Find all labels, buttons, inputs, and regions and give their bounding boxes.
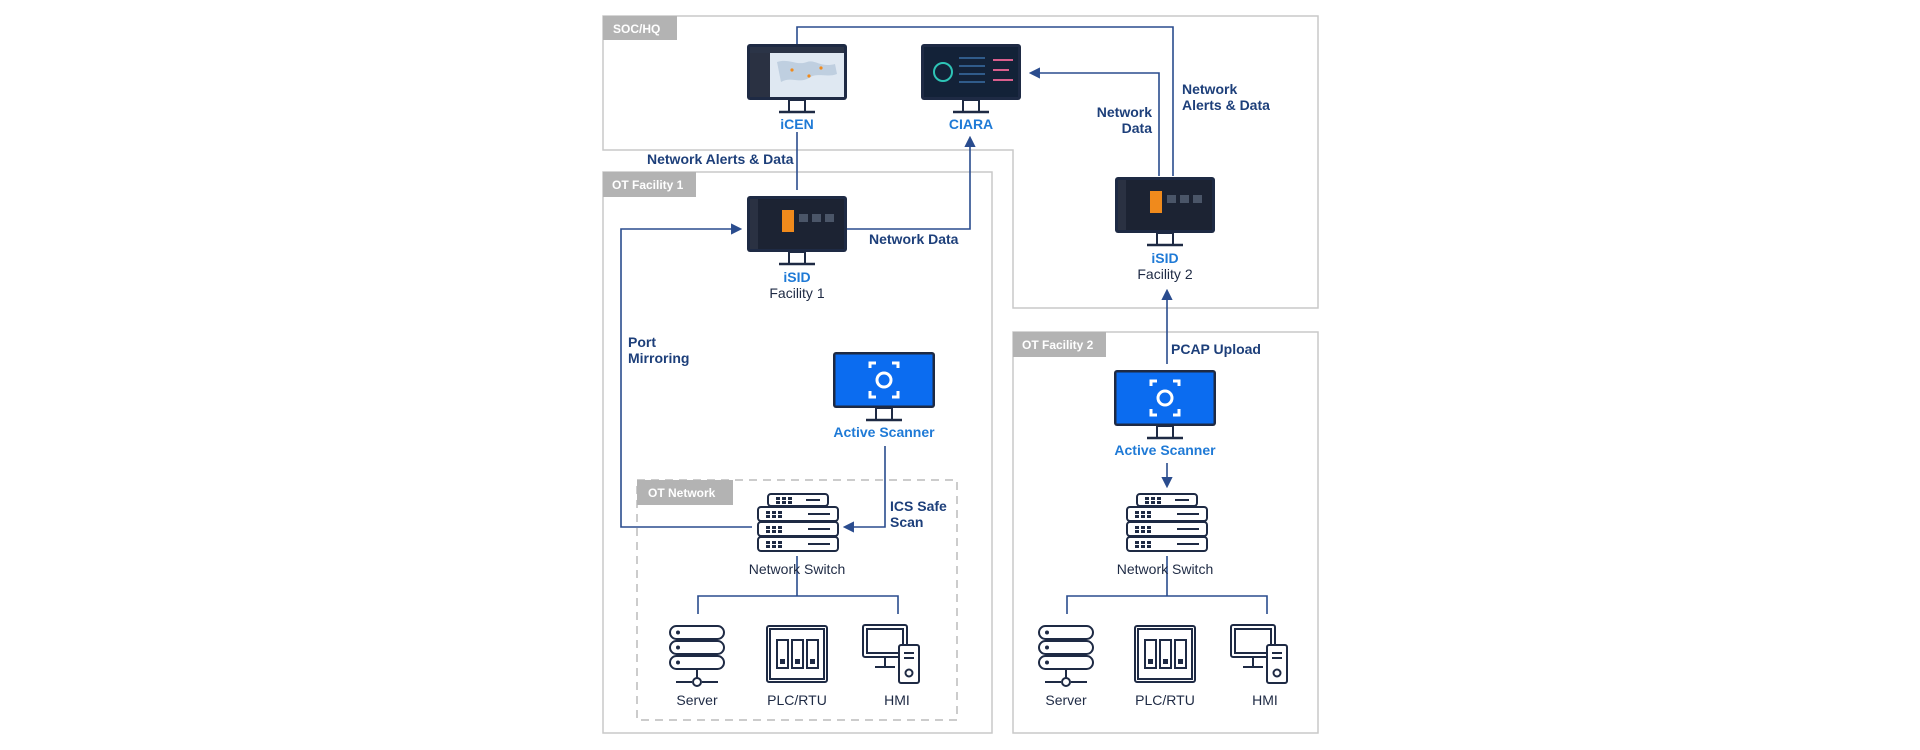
- switch2-label: Network Switch: [1117, 561, 1213, 577]
- icen-label: iCEN: [780, 116, 813, 132]
- plc2-label: PLC/RTU: [1135, 692, 1195, 708]
- flow-label-pcap-upload: PCAP Upload: [1171, 341, 1261, 357]
- isid-facility2-node[interactable]: iSID Facility 2: [1113, 175, 1217, 282]
- isid2-title: iSID: [1151, 250, 1178, 266]
- hmi1-label: HMI: [884, 692, 910, 708]
- link-switch1-devices: [697, 556, 899, 614]
- flow-label-network-data-f2-line1: Network: [1097, 104, 1152, 120]
- link-isid2-ciara: [1028, 67, 1160, 176]
- hmi-facility2-node[interactable]: HMI: [1230, 624, 1288, 708]
- server1-icon: [669, 625, 725, 687]
- switch2-icon: [1126, 493, 1208, 552]
- switch1-icon: [757, 493, 839, 552]
- plc2-icon: [1134, 625, 1196, 683]
- zone-label-soc: SOC/HQ: [613, 22, 660, 36]
- hmi-facility1-node[interactable]: HMI: [862, 624, 920, 708]
- zone-ot-facility-2: OT Facility 2: [1012, 331, 1319, 734]
- server2-label: Server: [1045, 692, 1087, 708]
- link-isid1-ciara: [847, 135, 976, 230]
- flow-label-ics-scan-line1: ICS Safe: [890, 498, 947, 514]
- scanner1-label: Active Scanner: [833, 424, 935, 440]
- link-icen-isid2: [796, 26, 1174, 176]
- flow-label-ics-scan-line2: Scan: [890, 514, 923, 530]
- network-switch-facility1-node[interactable]: Network Switch: [749, 493, 845, 577]
- isid1-subtitle: Facility 1: [769, 285, 824, 301]
- isid2-subtitle: Facility 2: [1137, 266, 1192, 282]
- isid1-title: iSID: [783, 269, 810, 285]
- server2-icon: [1038, 625, 1094, 687]
- plc-facility1-node[interactable]: PLC/RTU: [766, 625, 828, 708]
- ciara-label: CIARA: [949, 116, 993, 132]
- icen-node[interactable]: iCEN: [745, 42, 849, 132]
- icen-monitor-icon: [745, 42, 849, 114]
- flow-label-network-data-f1: Network Data: [869, 231, 959, 247]
- zone-label-facility1: OT Facility 1: [612, 178, 684, 192]
- flow-label-alerts-data-f2-line1: Network: [1182, 81, 1237, 97]
- plc-facility2-node[interactable]: PLC/RTU: [1134, 625, 1196, 708]
- server-facility1-node[interactable]: Server: [669, 625, 725, 708]
- plc1-label: PLC/RTU: [767, 692, 827, 708]
- zone-ot-facility-1: OT Facility 1: [602, 171, 993, 734]
- flow-label-network-data-f2-line2: Data: [1122, 120, 1153, 136]
- flow-label-alerts-data-f1: Network Alerts & Data: [647, 151, 794, 167]
- scanner2-label: Active Scanner: [1114, 442, 1216, 458]
- zone-soc-hq: SOC/HQ: [602, 15, 1319, 309]
- link-switch2-devices: [1066, 556, 1268, 614]
- connectors: [620, 26, 1268, 614]
- link-ics-safe-scan: [842, 446, 886, 533]
- plc1-icon: [766, 625, 828, 683]
- network-switch-facility2-node[interactable]: Network Switch: [1117, 493, 1213, 577]
- scanner1-monitor-icon: [831, 350, 937, 422]
- zone-label-ot-network: OT Network: [648, 486, 716, 500]
- active-scanner-facility2-node[interactable]: Active Scanner: [1112, 368, 1218, 458]
- hmi2-label: HMI: [1252, 692, 1278, 708]
- server-facility2-node[interactable]: Server: [1038, 625, 1094, 708]
- link-port-mirroring: [620, 223, 752, 528]
- server1-label: Server: [676, 692, 718, 708]
- isid2-monitor-icon: [1113, 175, 1217, 247]
- ciara-monitor-icon: [919, 42, 1023, 114]
- flow-label-port-mirroring-line1: Port: [628, 334, 656, 350]
- ciara-node[interactable]: CIARA: [919, 42, 1023, 132]
- hmi2-icon: [1230, 624, 1288, 684]
- flow-label-alerts-data-f2-line2: Alerts & Data: [1182, 97, 1270, 113]
- zone-label-facility2: OT Facility 2: [1022, 338, 1094, 352]
- switch1-label: Network Switch: [749, 561, 845, 577]
- zone-ot-network: OT Network: [636, 479, 958, 721]
- isid-facility1-node[interactable]: iSID Facility 1: [745, 194, 849, 301]
- hmi1-icon: [862, 624, 920, 684]
- flow-label-port-mirroring-line2: Mirroring: [628, 350, 689, 366]
- active-scanner-facility1-node[interactable]: Active Scanner: [831, 350, 937, 440]
- scanner2-monitor-icon: [1112, 368, 1218, 440]
- isid1-monitor-icon: [745, 194, 849, 266]
